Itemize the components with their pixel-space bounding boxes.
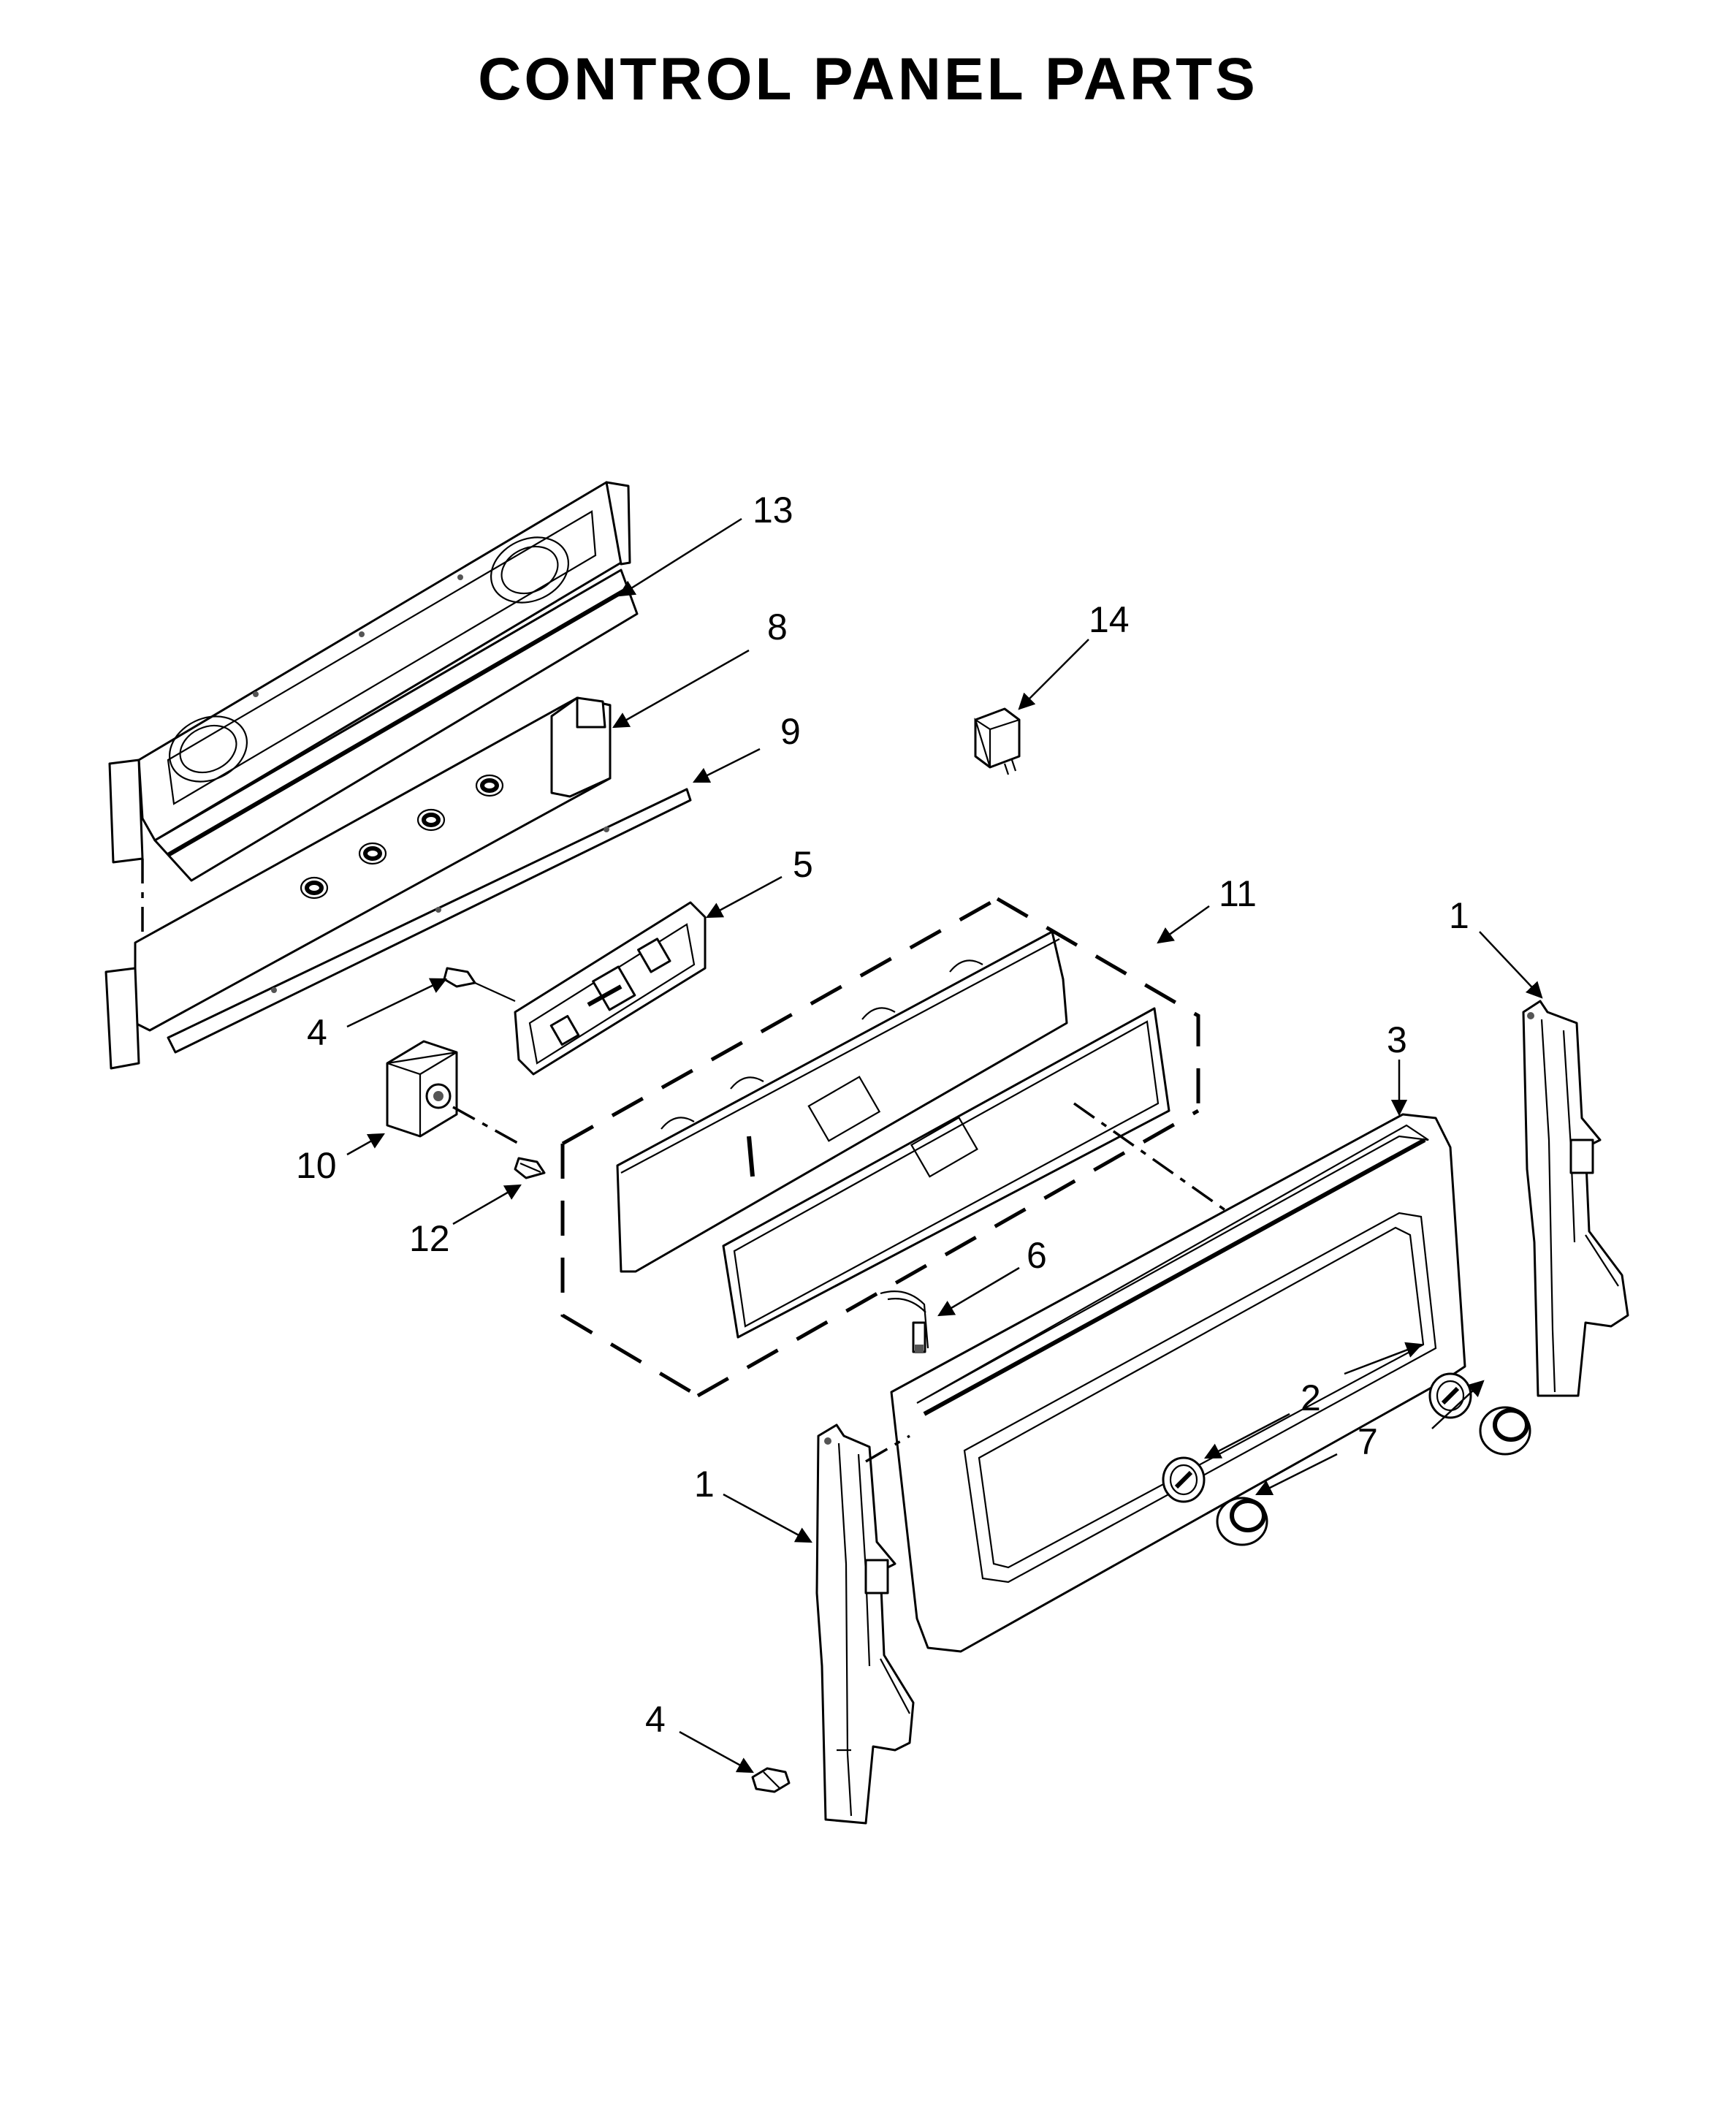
part-10-alignment-line	[452, 1106, 519, 1145]
part-8-panel-bracket	[104, 696, 612, 1070]
part-4-screw-upper	[443, 967, 516, 1003]
part-7-knob-right	[1479, 1406, 1531, 1456]
callout-4-upper: 4	[307, 1012, 327, 1053]
callout-1-left: 1	[694, 1464, 715, 1505]
leader-arrows	[346, 517, 1543, 1774]
callout-13: 13	[753, 490, 793, 531]
part-11-overlay	[722, 1007, 1170, 1339]
callout-10: 10	[296, 1145, 337, 1186]
part-9-trim-strip	[167, 788, 692, 1054]
part-14-relay	[974, 707, 1021, 775]
part-11-front-glass	[616, 930, 1068, 1273]
part-10-switch	[386, 1040, 458, 1138]
page-title: CONTROL PANEL PARTS	[478, 46, 1258, 113]
callout-7: 7	[1358, 1421, 1378, 1462]
callout-9: 9	[780, 711, 801, 752]
part-13-back-shield	[108, 481, 639, 882]
callout-4-lower: 4	[645, 1699, 666, 1740]
part-12-screw	[514, 1157, 546, 1179]
part-11-assembly-outline	[560, 897, 1200, 1398]
part-1-alignment-line	[865, 1434, 910, 1463]
part-1-end-cap-right	[1522, 1000, 1629, 1397]
part-7-knob-left	[1216, 1497, 1268, 1546]
callout-8: 8	[767, 607, 788, 647]
callout-12: 12	[409, 1218, 450, 1259]
callout-1-right: 1	[1449, 895, 1469, 936]
part-3-control-panel	[890, 1113, 1466, 1653]
callout-5: 5	[793, 844, 813, 885]
part-5-control-board	[514, 901, 707, 1076]
part-4-screw-lower	[751, 1767, 791, 1793]
callout-14: 14	[1089, 599, 1130, 640]
part-2-knob-seal-left	[1162, 1456, 1206, 1503]
part-1-end-cap-left	[815, 1423, 915, 1825]
callout-11: 11	[1219, 873, 1257, 914]
callout-labels: 13 8 9 14 5 11 1 3 4 10 12 6 2 7 1 4	[296, 490, 1469, 1740]
part-6-wire-harness	[880, 1290, 929, 1353]
callout-3: 3	[1387, 1019, 1407, 1060]
callout-6: 6	[1027, 1235, 1047, 1276]
callout-2: 2	[1301, 1377, 1321, 1418]
part-2-knob-seal-right	[1428, 1372, 1472, 1419]
